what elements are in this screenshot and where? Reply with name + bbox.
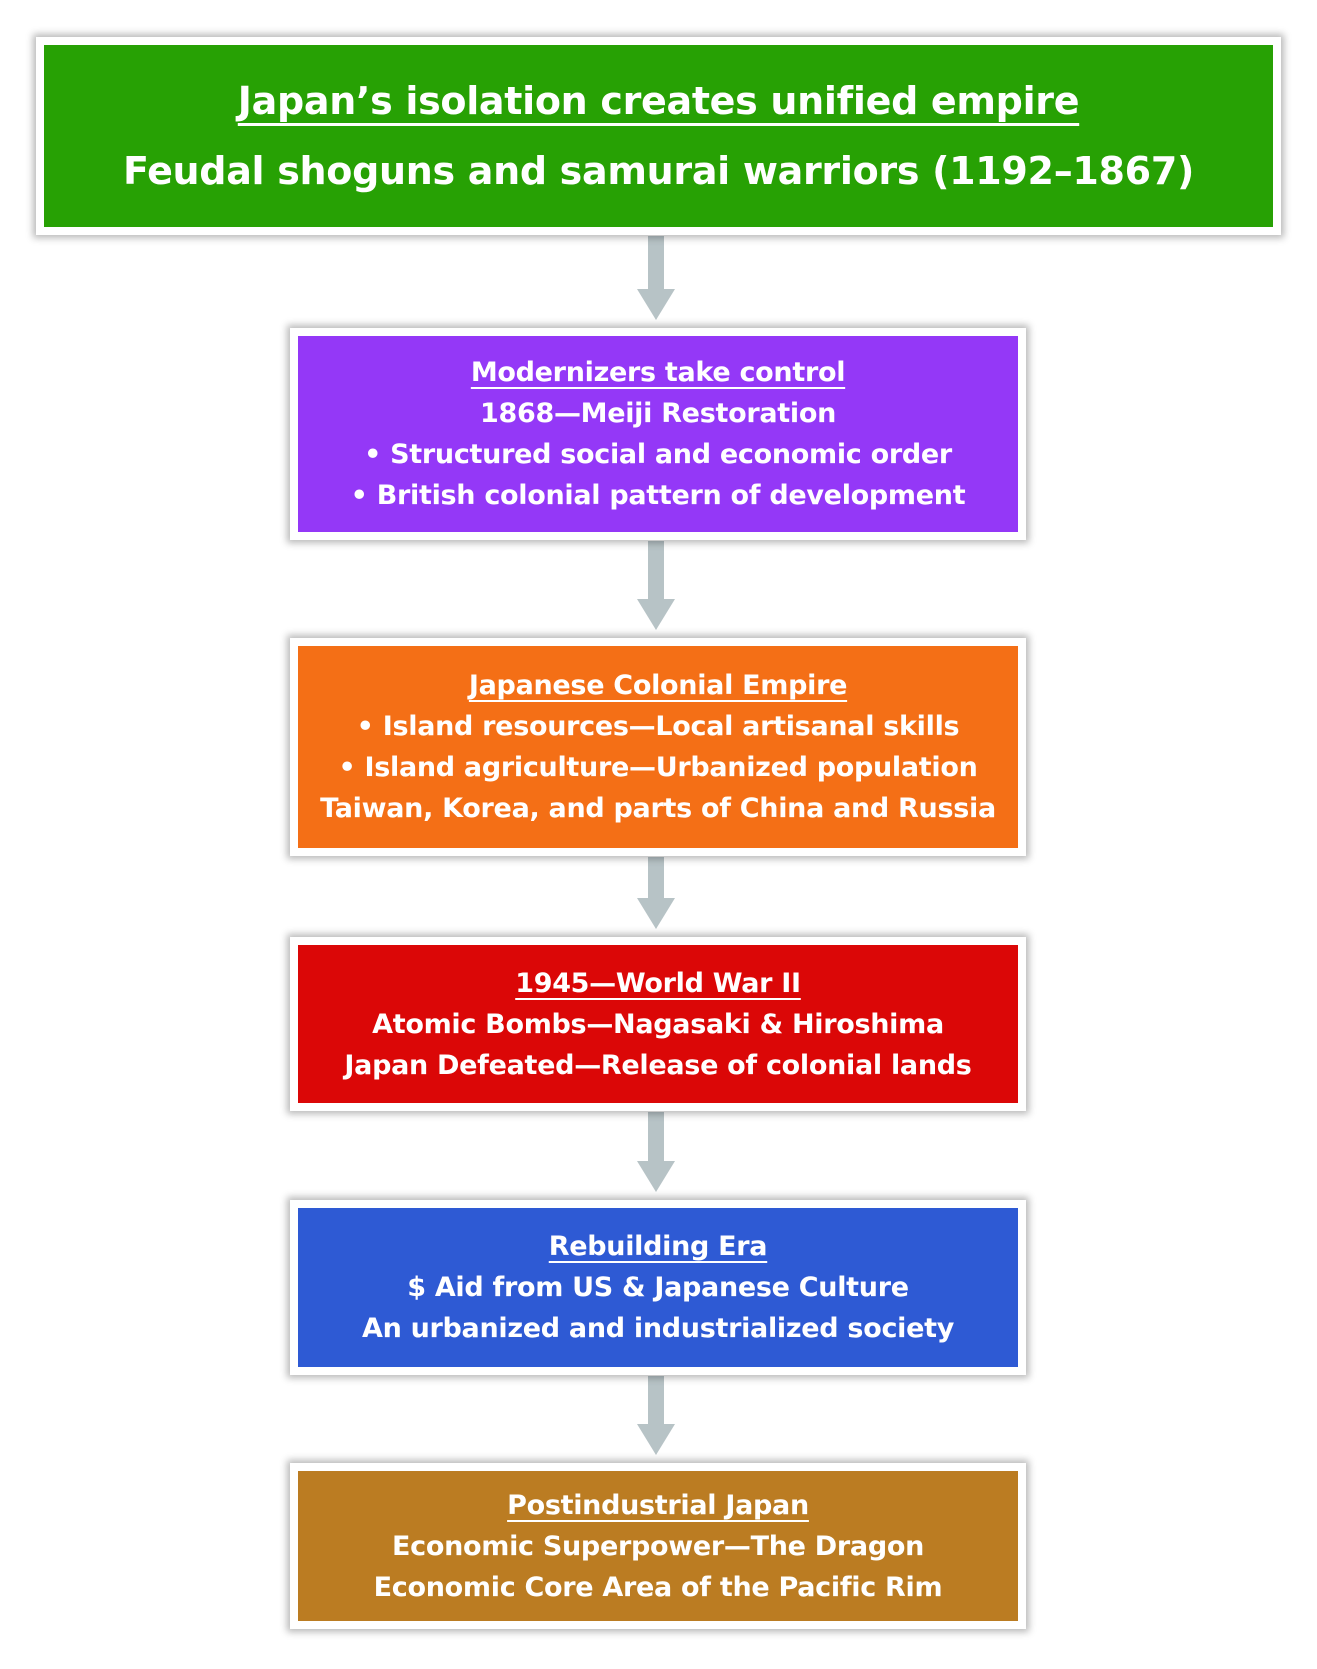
step-title: 1945—World War II [515,967,801,999]
arrow-2 [637,541,675,630]
step-box-colonial-empire: Japanese Colonial Empire • Island resour… [290,638,1026,856]
step-line: Feudal shoguns and samurai warriors (119… [122,149,1195,193]
arrow-3 [637,857,675,929]
arrow-5 [637,1376,675,1455]
step-line: 1868—Meiji Restoration [480,398,836,429]
arrow-4 [637,1112,675,1192]
step-box-world-war-ii: 1945—World War II Atomic Bombs—Nagasaki … [290,937,1026,1111]
step-line: Atomic Bombs—Nagasaki & Hiroshima [372,1008,944,1040]
step-bullet: • Structured social and economic order [364,439,952,470]
step-box-isolation: Japan’s isolation creates unified empire… [36,37,1281,235]
step-box-modernizers: Modernizers take control 1868—Meiji Rest… [290,328,1026,540]
step-line: Economic Superpower—The Dragon [391,1530,925,1562]
step-title: Rebuilding Era [548,1231,768,1262]
step-line: $ Aid from US & Japanese Culture [407,1272,909,1303]
step-line: An urbanized and industrialized society [361,1313,955,1344]
step-bullet: • British colonial pattern of developmen… [350,480,966,511]
step-title: Modernizers take control [470,357,846,388]
step-title: Postindustrial Japan [507,1489,809,1521]
step-line: Economic Core Area of the Pacific Rim [373,1571,943,1603]
step-line: Taiwan, Korea, and parts of China and Ru… [320,793,996,824]
step-title: Japan’s isolation creates unified empire [237,79,1080,123]
step-bullet: • Island agriculture—Urbanized populatio… [338,752,978,783]
arrow-1 [637,236,675,320]
step-bullet: • Island resources—Local artisanal skill… [356,711,960,742]
step-line: Japan Defeated—Release of colonial lands [344,1049,972,1081]
step-title: Japanese Colonial Empire [468,670,848,701]
step-box-postindustrial: Postindustrial Japan Economic Superpower… [290,1463,1026,1629]
step-box-rebuilding-era: Rebuilding Era $ Aid from US & Japanese … [290,1200,1026,1375]
